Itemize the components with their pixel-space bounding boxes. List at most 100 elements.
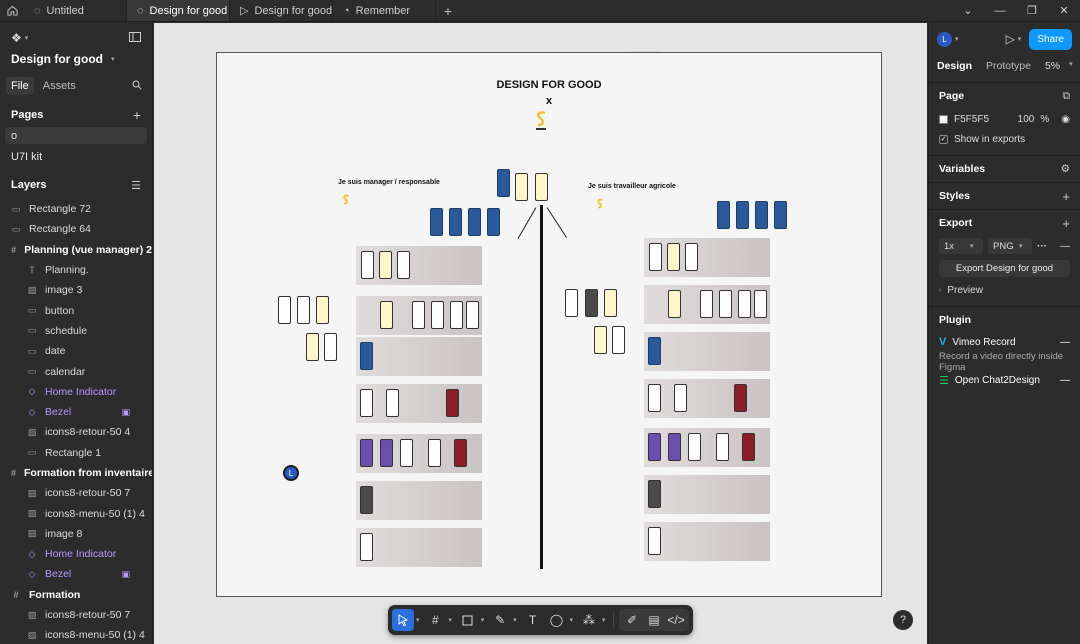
new-tab-icon[interactable]: +	[443, 2, 453, 19]
layer-item[interactable]: ▨image 3	[0, 280, 152, 300]
phone-mockup[interactable]	[379, 251, 392, 279]
flow-strip[interactable]	[644, 428, 770, 467]
add-export-icon[interactable]: +	[1062, 215, 1070, 231]
tab-assets[interactable]: Assets	[42, 80, 76, 92]
home-icon[interactable]	[0, 0, 24, 21]
phone-mockup[interactable]	[431, 301, 444, 329]
phone-mockup[interactable]	[742, 433, 755, 461]
flow-strip[interactable]	[356, 384, 482, 423]
layer-item[interactable]: ▨icons8-menu-50 (1) 4	[0, 625, 152, 644]
chevron-down-icon[interactable]: ▾	[955, 36, 959, 43]
color-swatch[interactable]	[939, 114, 948, 124]
plugin-chat2design[interactable]: ☰ Open Chat2Design —	[939, 374, 1070, 387]
phone-mockup[interactable]	[466, 301, 479, 329]
phone-mockup[interactable]	[380, 439, 393, 467]
variables-settings-icon[interactable]: ⚙	[1060, 163, 1070, 175]
chevron-down-icon[interactable]: ▾	[601, 617, 606, 624]
canvas[interactable]: ······················ DESIGN FOR GOOD x…	[154, 23, 927, 644]
comment-tool-button[interactable]: ◯	[549, 613, 564, 627]
page-color-value[interactable]: F5F5F5	[954, 113, 990, 125]
phone-mockup[interactable]	[446, 389, 459, 417]
plugin-vimeo-record[interactable]: V Vimeo Record —	[939, 336, 1070, 348]
close-window-icon[interactable]: ✕	[1059, 5, 1069, 17]
export-scale-select[interactable]: 1x▾	[939, 238, 983, 254]
phone-mockup[interactable]	[719, 290, 732, 318]
flow-strip[interactable]	[644, 238, 770, 277]
page-opacity-value[interactable]: 100	[1017, 113, 1035, 125]
phone-mockup[interactable]	[565, 289, 578, 317]
tab-design-for-good[interactable]: ◌ Design for good ×	[127, 0, 230, 21]
phone-mockup[interactable]	[700, 290, 713, 318]
phone-mockup[interactable]	[412, 301, 425, 329]
phone-mockup[interactable]	[649, 243, 662, 271]
phone-mockup[interactable]	[648, 337, 661, 365]
chevron-down-icon[interactable]: ⌄	[963, 5, 973, 17]
chevron-down-icon[interactable]: ▾	[569, 617, 574, 624]
export-settings-icon[interactable]: ⧉	[1062, 89, 1071, 102]
phone-mockup[interactable]	[454, 439, 467, 467]
checkbox-checked-icon[interactable]: ✓	[939, 134, 948, 144]
phone-mockup[interactable]	[668, 433, 681, 461]
tab-file[interactable]: File	[6, 77, 34, 95]
phone-mockup[interactable]	[361, 251, 374, 279]
show-in-exports-row[interactable]: ✓ Show in exports	[939, 133, 1026, 145]
page-item-u7i-kit[interactable]: U7I kit	[11, 150, 43, 163]
phone-mockup[interactable]	[360, 486, 373, 514]
phone-mockup[interactable]	[685, 243, 698, 271]
phone-mockup[interactable]	[360, 533, 373, 561]
phone-mockup[interactable]	[535, 173, 548, 201]
phone-mockup[interactable]	[648, 480, 661, 508]
layer-item[interactable]: ◇Bezel▣	[0, 402, 152, 422]
dev-mode-icon[interactable]: </>	[667, 613, 685, 627]
collapse-layers-icon[interactable]: ☰	[131, 179, 141, 192]
lock-icon[interactable]: ▣	[121, 568, 130, 579]
phone-mockup[interactable]	[774, 201, 787, 229]
chevron-down-icon[interactable]: ▾	[1017, 36, 1022, 43]
flow-strip[interactable]	[644, 475, 770, 514]
avatar[interactable]: L	[937, 31, 952, 47]
sidebar-toggle-icon[interactable]	[129, 31, 141, 45]
export-button[interactable]: Export Design for good	[939, 260, 1070, 277]
tab-design[interactable]: Design	[937, 60, 973, 72]
phone-mockup[interactable]	[360, 342, 373, 370]
phone-mockup[interactable]	[487, 208, 500, 236]
frame-tool-button[interactable]: #	[432, 613, 439, 627]
layer-item[interactable]: ▭Rectangle 72	[0, 199, 152, 219]
export-format-select[interactable]: PNG▾	[988, 238, 1032, 254]
flow-strip[interactable]	[356, 296, 482, 335]
chevron-down-icon[interactable]: ▾	[513, 617, 517, 624]
flow-strip[interactable]	[644, 332, 770, 371]
rectangle-tool-button[interactable]	[457, 609, 479, 631]
add-style-icon[interactable]: +	[1062, 188, 1070, 204]
share-button[interactable]: Share	[1029, 28, 1072, 50]
phone-mockup[interactable]	[316, 296, 329, 324]
layer-item[interactable]: ▨image 8	[0, 524, 152, 544]
phone-mockup[interactable]	[648, 527, 661, 555]
move-tool-button[interactable]	[392, 609, 414, 631]
phone-mockup[interactable]	[397, 251, 410, 279]
phone-mockup[interactable]	[674, 384, 687, 412]
layer-item[interactable]: ▨icons8-retour-50 7	[0, 483, 152, 503]
remove-plugin-icon[interactable]: —	[1060, 374, 1070, 386]
text-tool-button[interactable]: T	[528, 613, 537, 627]
page-item-o[interactable]: o	[5, 127, 147, 144]
eye-icon[interactable]: ◉	[1061, 113, 1070, 125]
phone-mockup[interactable]	[604, 289, 617, 317]
present-play-icon[interactable]: ▷	[1005, 32, 1015, 46]
phone-mockup[interactable]	[306, 333, 319, 361]
actions-tool-button[interactable]: ⁂	[582, 613, 595, 627]
chevron-down-icon[interactable]: ▾	[448, 617, 452, 624]
minimize-icon[interactable]: —	[994, 4, 1006, 17]
flow-strip[interactable]	[356, 434, 482, 473]
page-fill-row[interactable]: F5F5F5 100 % ◉	[939, 109, 1070, 129]
flow-strip[interactable]	[356, 481, 482, 520]
phone-mockup[interactable]	[738, 290, 751, 318]
phone-mockup[interactable]	[736, 201, 749, 229]
help-button[interactable]: ?	[893, 610, 913, 630]
phone-mockup[interactable]	[450, 301, 463, 329]
phone-mockup[interactable]	[688, 433, 701, 461]
design-board[interactable]: ······················ DESIGN FOR GOOD x…	[216, 49, 882, 597]
phone-mockup[interactable]	[430, 208, 443, 236]
layer-item[interactable]: ▭Rectangle 64	[0, 219, 152, 239]
